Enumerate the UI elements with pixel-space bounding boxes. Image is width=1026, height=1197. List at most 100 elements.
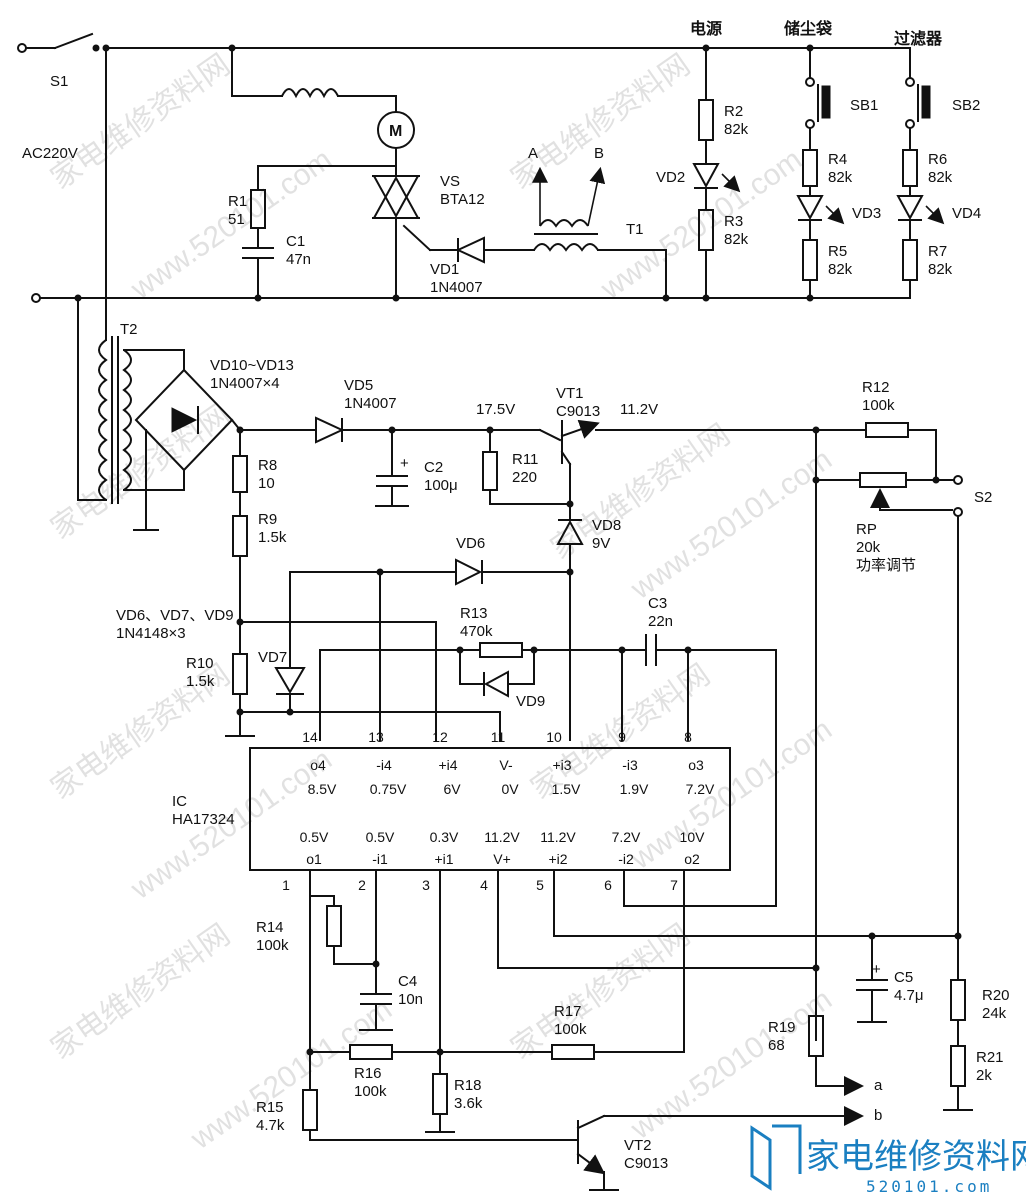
ic-pin-name: o1 bbox=[306, 851, 322, 867]
r1-value: 51 bbox=[228, 211, 245, 228]
resistor-r21 bbox=[950, 1045, 966, 1087]
ic-pin-number: 2 bbox=[358, 877, 366, 893]
ic-pin-number: 12 bbox=[432, 729, 448, 745]
r6-label: R6 bbox=[928, 151, 947, 168]
r21-label: R21 bbox=[976, 1049, 1004, 1066]
c5-value: 4.7μ bbox=[894, 987, 924, 1004]
r2-label: R2 bbox=[724, 103, 743, 120]
ic-pin-voltage: 7.2V bbox=[612, 829, 641, 845]
r6-value: 82k bbox=[928, 169, 953, 186]
bridge-label: VD10~VD13 bbox=[210, 357, 294, 374]
s1-label: S1 bbox=[50, 73, 68, 90]
vd4-label: VD4 bbox=[952, 205, 981, 222]
sb2-label: SB2 bbox=[952, 97, 980, 114]
vd3-label: VD3 bbox=[852, 205, 881, 222]
logo-text: 家电维修资料网 bbox=[806, 1137, 1026, 1177]
ic-pin-name: V+ bbox=[493, 851, 511, 867]
diode-vd9 bbox=[483, 670, 509, 698]
terminal-dot bbox=[17, 43, 27, 53]
diodes-value: 1N4148×3 bbox=[116, 625, 186, 642]
c4-value: 10n bbox=[398, 991, 423, 1008]
vt1-value: C9013 bbox=[556, 403, 600, 420]
ic-pin-name: +i4 bbox=[438, 757, 457, 773]
t1-terminal-b: B bbox=[594, 145, 604, 162]
filter-label: 过滤器 bbox=[894, 29, 943, 48]
ic-value: HA17324 bbox=[172, 811, 235, 828]
resistor-r20 bbox=[950, 979, 966, 1021]
r1-label: R1 bbox=[228, 193, 247, 210]
vs-value: BTA12 bbox=[440, 191, 485, 208]
r4-value: 82k bbox=[828, 169, 853, 186]
r17-label: R17 bbox=[554, 1003, 582, 1020]
ic-pin-name: -i1 bbox=[372, 851, 388, 867]
logo-url: 520101.com bbox=[866, 1177, 992, 1196]
switch-s2 bbox=[953, 507, 963, 517]
resistor-r11 bbox=[482, 451, 498, 491]
resistor-r15 bbox=[302, 1089, 318, 1131]
r5-label: R5 bbox=[828, 243, 847, 260]
transformer-t2 bbox=[98, 339, 108, 501]
r10-value: 1.5k bbox=[186, 673, 215, 690]
dust-bag-label: 储尘袋 bbox=[783, 19, 833, 38]
ic-pin-name: o3 bbox=[688, 757, 704, 773]
site-logo: 家电维修资料网 520101.com bbox=[750, 1124, 1026, 1196]
ic-pin-number: 8 bbox=[684, 729, 692, 745]
r15-label: R15 bbox=[256, 1099, 284, 1116]
r12-label: R12 bbox=[862, 379, 890, 396]
r20-value: 24k bbox=[982, 1005, 1007, 1022]
ac-source-label: AC220V bbox=[22, 145, 78, 162]
r14-value: 100k bbox=[256, 937, 289, 954]
resistor-r18 bbox=[432, 1073, 448, 1115]
ic-pin-voltage: 0.5V bbox=[366, 829, 395, 845]
ic-pin-number: 13 bbox=[368, 729, 384, 745]
power-section: S1 AC220V M R1 51 C1 4 bbox=[17, 19, 981, 303]
resistor-r5 bbox=[802, 239, 818, 281]
vd9-label: VD9 bbox=[516, 693, 545, 710]
ic-pin-voltage: 1.9V bbox=[620, 781, 649, 797]
rp-value: 20k bbox=[856, 539, 881, 556]
diodes-label: VD6、VD7、VD9 bbox=[116, 607, 234, 624]
t1-label: T1 bbox=[626, 221, 644, 238]
ic-pin-number: 11 bbox=[491, 729, 506, 745]
resistor-r2 bbox=[698, 99, 714, 141]
switch-s1 bbox=[53, 32, 94, 50]
watermark-text: 家电维修资料网 bbox=[45, 398, 236, 545]
vd6-label: VD6 bbox=[456, 535, 485, 552]
ic-pin-number: 7 bbox=[670, 877, 678, 893]
r13-value: 470k bbox=[460, 623, 493, 640]
r11-label: R11 bbox=[512, 451, 538, 468]
lower-section: R14 100k C4 10n R18 3.6k R16 100k R17 10… bbox=[256, 869, 1010, 1191]
t2-label: T2 bbox=[120, 321, 138, 338]
ic-pin-name: -i4 bbox=[376, 757, 392, 773]
r3-value: 82k bbox=[724, 231, 749, 248]
resistor-r12 bbox=[865, 422, 909, 438]
r2-value: 82k bbox=[724, 121, 749, 138]
vd8-label: VD8 bbox=[592, 517, 621, 534]
voltage-17-5: 17.5V bbox=[476, 401, 515, 418]
r10-label: R10 bbox=[186, 655, 214, 672]
ic-pin-number: 3 bbox=[422, 877, 430, 893]
ic-body bbox=[249, 747, 731, 871]
r5-value: 82k bbox=[828, 261, 853, 278]
r9-value: 1.5k bbox=[258, 529, 287, 546]
led-vd3 bbox=[796, 195, 824, 221]
ic-pin-voltage: 7.2V bbox=[686, 781, 715, 797]
potentiometer-rp bbox=[859, 472, 907, 488]
ic-pin-number: 5 bbox=[536, 877, 544, 893]
r17-value: 100k bbox=[554, 1021, 587, 1038]
ic-pin-voltage: 8.5V bbox=[308, 781, 337, 797]
c5-label: C5 bbox=[894, 969, 913, 986]
r19-value: 68 bbox=[768, 1037, 785, 1054]
watermark-text: www.520101.com bbox=[624, 983, 838, 1146]
r20-label: R20 bbox=[982, 987, 1010, 1004]
r8-value: 10 bbox=[258, 475, 275, 492]
ic-pin-voltage: 6V bbox=[443, 781, 461, 797]
power-indicator-label: 电源 bbox=[690, 19, 722, 38]
r4-label: R4 bbox=[828, 151, 847, 168]
ic-pin-voltage: 0.75V bbox=[370, 781, 407, 797]
ic-pin-number: 6 bbox=[604, 877, 612, 893]
diode-vd7 bbox=[274, 667, 306, 694]
